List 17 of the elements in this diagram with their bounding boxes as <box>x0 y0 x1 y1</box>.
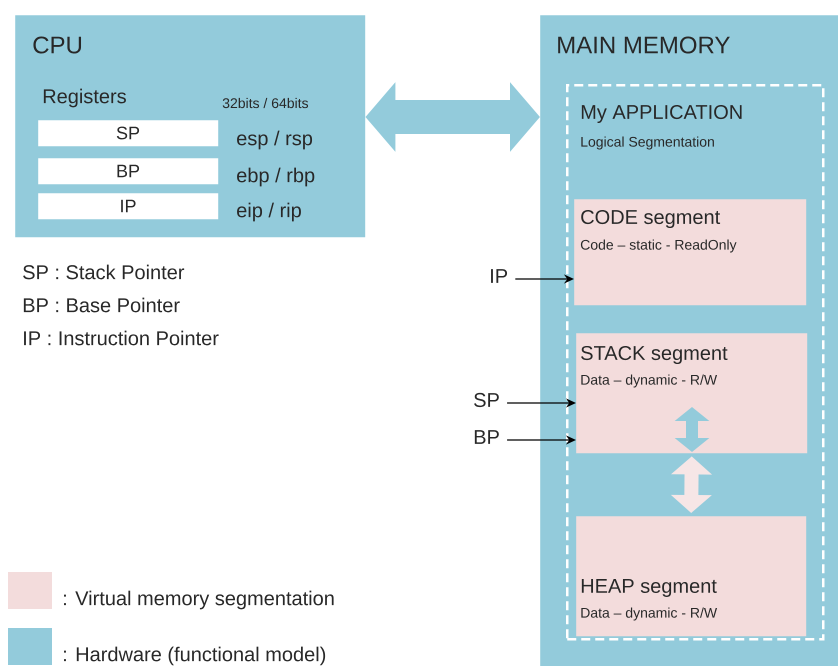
register-box: SP esp / rsp <box>38 120 312 150</box>
abbreviation-note: IP : Instruction Pointer <box>24 330 219 346</box>
segment-box: STACK segment Data – dynamic - R/W <box>576 333 808 454</box>
register-name: ebp / rbp <box>237 168 314 186</box>
pointer-label: IP <box>491 269 508 283</box>
legend-text: : Hardware (functional model) <box>64 646 326 666</box>
register-name: esp / rsp <box>237 130 312 150</box>
abbreviation-note: BP : Base Pointer <box>24 298 180 312</box>
abbreviation-note: SP : Stack Pointer <box>23 264 184 280</box>
register-box: IP eip / rip <box>38 193 301 222</box>
pointer-label: BP <box>474 430 499 444</box>
legend-text: : Virtual memory segmentation <box>64 590 334 610</box>
segment-box: CODE segment Code – static - ReadOnly <box>574 199 806 306</box>
register-name: eip / rip <box>237 202 301 222</box>
pointer-label: SP <box>474 392 499 408</box>
segment-box: HEAP segment Data – dynamic - R/W <box>576 516 806 636</box>
register-box: BP ebp / rbp <box>38 158 314 186</box>
